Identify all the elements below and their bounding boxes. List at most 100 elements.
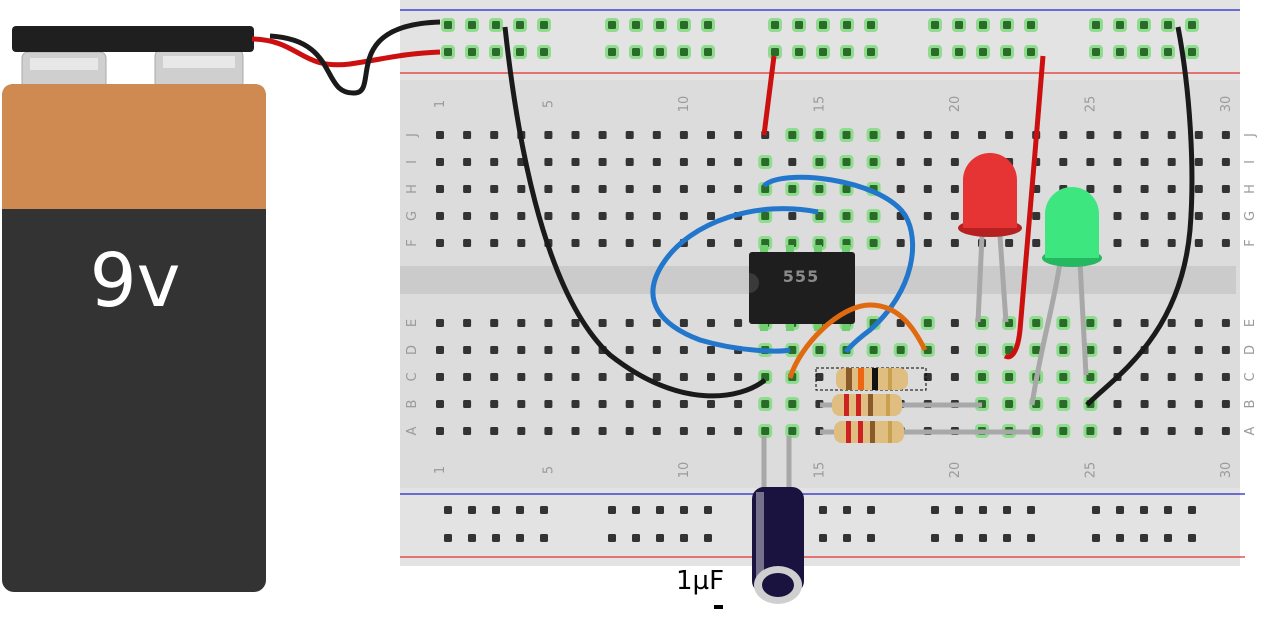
breadboard-hole bbox=[896, 346, 905, 354]
column-label: 20 bbox=[948, 96, 963, 113]
breadboard-hole bbox=[1140, 534, 1148, 542]
breadboard-hole bbox=[1113, 185, 1122, 193]
breadboard-hole bbox=[468, 21, 476, 29]
breadboard-hole bbox=[1113, 319, 1122, 327]
wire-blue-1 bbox=[762, 174, 916, 354]
breadboard-hole bbox=[1194, 212, 1203, 220]
row-label: I bbox=[1243, 160, 1258, 164]
breadboard-hole bbox=[608, 534, 616, 542]
breadboard-hole bbox=[463, 212, 472, 220]
breadboard-hole bbox=[1092, 506, 1100, 514]
column-label: 30 bbox=[1219, 462, 1234, 479]
breadboard-hole bbox=[815, 346, 824, 354]
breadboard-hole bbox=[734, 373, 743, 381]
ic-pin bbox=[842, 324, 850, 331]
breadboard-hole bbox=[680, 48, 688, 56]
breadboard-hole bbox=[869, 131, 878, 139]
breadboard-hole bbox=[516, 506, 524, 514]
breadboard-hole bbox=[679, 185, 688, 193]
breadboard-hole bbox=[490, 131, 499, 139]
breadboard-hole bbox=[679, 400, 688, 408]
breadboard-hole bbox=[540, 506, 548, 514]
breadboard-hole bbox=[1059, 319, 1068, 327]
breadboard-hole bbox=[979, 506, 987, 514]
battery-terminal-right bbox=[154, 49, 244, 89]
breadboard-hole bbox=[1005, 346, 1014, 354]
breadboard-hole bbox=[707, 131, 715, 139]
breadboard-hole bbox=[923, 212, 932, 220]
breadboard-hole bbox=[869, 239, 878, 247]
breadboard-hole bbox=[842, 131, 851, 139]
breadboard-hole bbox=[680, 534, 688, 542]
breadboard-hole bbox=[656, 534, 664, 542]
breadboard-hole bbox=[1092, 48, 1100, 56]
row-label: B bbox=[405, 400, 420, 409]
breadboard-hole bbox=[625, 158, 634, 166]
breadboard-hole bbox=[468, 48, 476, 56]
column-label: 1 bbox=[433, 100, 448, 108]
battery-body bbox=[2, 84, 266, 592]
breadboard-hole bbox=[955, 21, 963, 29]
breadboard-hole bbox=[707, 346, 715, 354]
breadboard-hole bbox=[625, 212, 634, 220]
breadboard-hole bbox=[1113, 400, 1122, 408]
breadboard-hole bbox=[734, 427, 743, 435]
breadboard-hole bbox=[843, 534, 851, 542]
breadboard-hole bbox=[679, 346, 688, 354]
breadboard-hole bbox=[625, 427, 634, 435]
wire-black-left bbox=[502, 26, 767, 399]
breadboard-hole bbox=[608, 21, 616, 29]
wire-black-right bbox=[1085, 26, 1195, 407]
breadboard-hole bbox=[1092, 21, 1100, 29]
breadboard-hole bbox=[979, 21, 987, 29]
breadboard-hole bbox=[842, 185, 851, 193]
breadboard-hole bbox=[1140, 158, 1149, 166]
wire-orange bbox=[787, 302, 928, 379]
breadboard-hole bbox=[788, 400, 797, 408]
breadboard-hole bbox=[463, 131, 472, 139]
column-label: 25 bbox=[1083, 462, 1098, 479]
breadboard-hole bbox=[1194, 427, 1203, 435]
breadboard-hole bbox=[679, 319, 688, 327]
ic-chip bbox=[749, 245, 855, 331]
ic-pin bbox=[814, 245, 822, 252]
breadboard-hole bbox=[707, 185, 715, 193]
breadboard-hole bbox=[1194, 346, 1203, 354]
breadboard-hole bbox=[463, 158, 472, 166]
breadboard-hole bbox=[490, 185, 499, 193]
breadboard-hole bbox=[625, 319, 634, 327]
row-label: E bbox=[1243, 319, 1258, 327]
breadboard-hole bbox=[544, 131, 553, 139]
breadboard-hole bbox=[436, 319, 444, 327]
breadboard-hole bbox=[1221, 346, 1230, 354]
breadboard-hole bbox=[652, 239, 661, 247]
breadboard-hole bbox=[955, 534, 963, 542]
breadboard-hole bbox=[734, 319, 743, 327]
breadboard-hole bbox=[656, 506, 664, 514]
breadboard-hole bbox=[771, 48, 779, 56]
breadboard-hole bbox=[1221, 319, 1230, 327]
breadboard-hole bbox=[1221, 373, 1230, 381]
breadboard-hole bbox=[517, 319, 526, 327]
breadboard-hole bbox=[1113, 212, 1122, 220]
breadboard-hole bbox=[492, 48, 500, 56]
breadboard-hole bbox=[544, 346, 553, 354]
breadboard-hole bbox=[571, 158, 580, 166]
breadboard-hole bbox=[571, 400, 580, 408]
breadboard-hole bbox=[463, 185, 472, 193]
breadboard-hole bbox=[1188, 21, 1196, 29]
breadboard-hole bbox=[867, 534, 875, 542]
breadboard-hole bbox=[1140, 48, 1148, 56]
breadboard-hole bbox=[571, 319, 580, 327]
resistor-2 bbox=[820, 394, 982, 416]
breadboard-hole bbox=[923, 185, 932, 193]
breadboard-hole bbox=[490, 373, 499, 381]
battery-clip bbox=[12, 26, 254, 52]
led-green bbox=[1029, 187, 1102, 406]
breadboard-hole bbox=[1221, 427, 1230, 435]
row-label: D bbox=[405, 345, 420, 355]
battery-wire-red bbox=[251, 36, 441, 68]
column-label: 1 bbox=[433, 466, 448, 474]
breadboard-hole bbox=[598, 239, 607, 247]
breadboard-hole bbox=[1140, 239, 1149, 247]
